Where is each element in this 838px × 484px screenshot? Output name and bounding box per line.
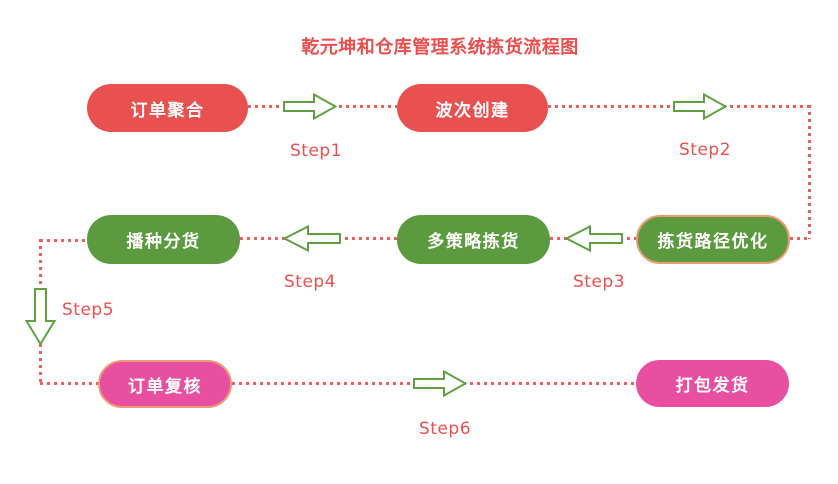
node-multi-strategy-picking: 多策略拣货	[397, 215, 550, 264]
arrow-left-icon	[283, 225, 341, 252]
connector-line-step2-vertical	[808, 105, 811, 239]
arrow-left-icon	[565, 225, 623, 252]
node-seeding-sorting: 播种分货	[87, 215, 240, 264]
node-order-review-label: 订单复核	[128, 376, 202, 397]
node-picking-route-optimization: 拣货路径优化	[636, 215, 790, 264]
node-wave-creation-label: 波次创建	[435, 100, 510, 121]
node-order-aggregation: 订单聚合	[87, 84, 248, 132]
node-multi-strategy-picking-label: 多策略拣货	[427, 232, 520, 252]
step2-label: Step2	[679, 140, 732, 160]
node-packing-shipping-label: 打包发货	[675, 376, 750, 396]
step6-label: Step6	[419, 419, 472, 439]
arrow-right-icon	[673, 93, 727, 120]
node-seeding-sorting-label: 播种分货	[126, 232, 201, 252]
diagram-title: 乾元坤和仓库管理系统拣货流程图	[301, 37, 579, 58]
connector-line-step2-into-node	[790, 237, 811, 240]
node-order-aggregation-label: 订单聚合	[130, 100, 205, 121]
node-order-review: 订单复核	[98, 360, 232, 408]
node-packing-shipping: 打包发货	[636, 360, 789, 407]
arrow-down-icon	[25, 288, 56, 346]
step3-label: Step3	[573, 272, 626, 292]
step4-label: Step4	[284, 272, 337, 292]
node-wave-creation: 波次创建	[397, 84, 548, 132]
step1-label: Step1	[290, 141, 343, 161]
step5-label: Step5	[62, 300, 115, 320]
connector-line-step5-horizontal-top	[40, 239, 87, 242]
arrow-right-icon	[283, 93, 337, 120]
arrow-right-icon	[413, 370, 467, 397]
node-picking-route-optimization-label: 拣货路径优化	[657, 232, 769, 252]
connector-line-step5-horizontal-bottom	[40, 382, 98, 385]
